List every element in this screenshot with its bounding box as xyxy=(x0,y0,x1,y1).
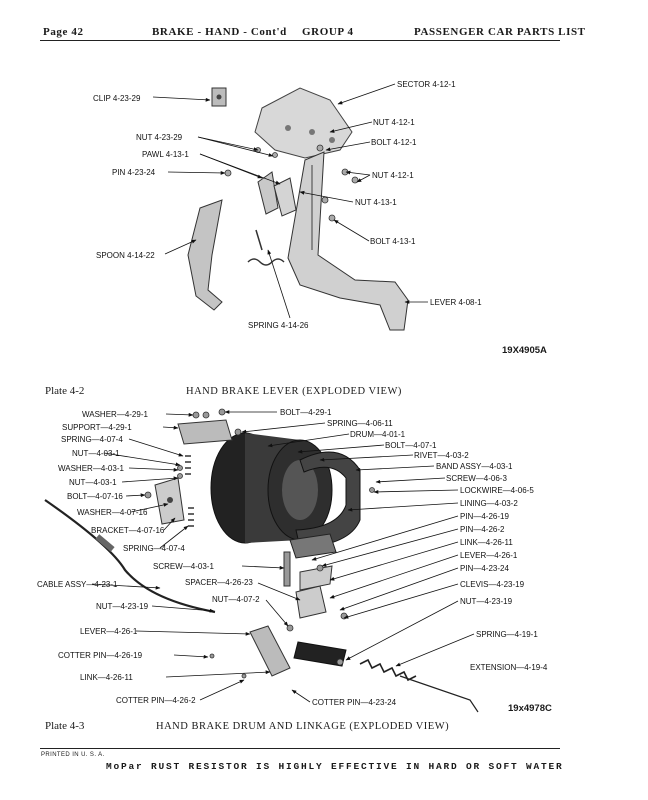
label-spring-4-06-11: SPRING—4-06-11 xyxy=(327,419,393,428)
figure-code-plate-4-2: 19X4905A xyxy=(502,345,547,356)
sector-part xyxy=(254,87,353,159)
label-bolt-4-29-1: BOLT—4-29-1 xyxy=(280,408,332,417)
label-cable-assy: CABLE ASSY—4-23-1 xyxy=(37,580,118,589)
label-cotter-pin-4-26-19: COTTER PIN—4-26-19 xyxy=(58,651,143,660)
label-washer-4-07-16: WASHER—4-07-16 xyxy=(77,508,148,517)
label-nut-4-12-1-a: NUT 4-12-1 xyxy=(373,118,415,127)
cable-assy-part xyxy=(44,499,216,614)
lever-part xyxy=(287,151,409,331)
label-lever-4-08-1: LEVER 4-08-1 xyxy=(430,298,482,307)
label-clevis: CLEVIS—4-23-19 xyxy=(460,580,525,589)
label-bolt-4-12-1: BOLT 4-12-1 xyxy=(371,138,417,147)
clip-part xyxy=(211,87,227,107)
label-pin-4-26-2: PIN—4-26-2 xyxy=(460,525,505,534)
footer-slogan: MoPar RUST RESISTOR IS HIGHLY EFFECTIVE … xyxy=(106,761,564,772)
label-nut-4-13-1: NUT 4-13-1 xyxy=(355,198,397,207)
label-bolt-4-07-16: BOLT—4-07-16 xyxy=(67,492,123,501)
label-bracket: BRACKET—4-07-16 xyxy=(91,526,165,535)
group-label: GROUP 4 xyxy=(302,26,354,38)
drum-part xyxy=(210,432,333,544)
label-nut-4-23-19-a: NUT—4-23-19 xyxy=(96,602,149,611)
document-title: PASSENGER CAR PARTS LIST xyxy=(414,26,586,38)
label-spring-4-14-26: SPRING 4-14-26 xyxy=(248,321,309,330)
spring-4-19-1-part xyxy=(359,658,479,713)
label-spacer: SPACER—4-26-23 xyxy=(185,578,253,587)
plate-4-3-caption: HAND BRAKE DRUM AND LINKAGE (EXPLODED VI… xyxy=(156,721,450,732)
header-rule xyxy=(40,40,560,41)
figure-code-plate-4-3: 19x4978C xyxy=(508,703,552,714)
label-spring-4-07-4-b: SPRING—4-07-4 xyxy=(123,544,185,553)
footer-rule xyxy=(40,748,560,749)
label-drum: DRUM—4-01-1 xyxy=(350,430,406,439)
support-part xyxy=(177,419,233,445)
label-pin-4-23-24: PIN 4-23-24 xyxy=(112,168,156,177)
label-bolt-4-07-1: BOLT—4-07-1 xyxy=(385,441,437,450)
label-spring-4-07-4: SPRING—4-07-4 xyxy=(61,435,123,444)
lever-linkage-part xyxy=(249,551,347,677)
label-nut-4-12-1-b: NUT 4-12-1 xyxy=(372,171,414,180)
label-nut-4-23-19-b: NUT—4-23-19 xyxy=(460,597,513,606)
section-title: BRAKE - HAND - Cont'd xyxy=(152,26,287,38)
label-nut-4-03-1-b: NUT—4-03-1 xyxy=(69,478,117,487)
label-nut-4-03-1-a: NUT—4-03-1 xyxy=(72,449,120,458)
label-spring-4-19-1: SPRING—4-19-1 xyxy=(476,630,538,639)
label-cotter-pin-4-23-24: COTTER PIN—4-23-24 xyxy=(312,698,397,707)
spring-part xyxy=(247,229,285,266)
plate-4-3-label: Plate 4-3 xyxy=(45,720,85,732)
label-extension: EXTENSION—4-19-4 xyxy=(470,663,548,672)
label-sector: SECTOR 4-12-1 xyxy=(397,80,456,89)
label-nut-4-23-29: NUT 4-23-29 xyxy=(136,133,183,142)
label-pin-4-26-19: PIN—4-26-19 xyxy=(460,512,509,521)
label-lever-left: LEVER—4-26-1 xyxy=(80,627,138,636)
bracket-part xyxy=(154,477,185,525)
label-washer-4-29-1: WASHER—4-29-1 xyxy=(82,410,148,419)
label-screw-4-03-1: SCREW—4-03-1 xyxy=(153,562,214,571)
label-washer-4-03-1: WASHER—4-03-1 xyxy=(58,464,124,473)
label-clip: CLIP 4-23-29 xyxy=(93,94,141,103)
label-lockwire: LOCKWIRE—4-06-5 xyxy=(460,486,534,495)
label-band-assy: BAND ASSY—4-03-1 xyxy=(436,462,513,471)
springs-part xyxy=(185,455,194,527)
pawl-part xyxy=(257,171,297,217)
band-assy-part xyxy=(289,451,361,559)
printed-notice: PRINTED IN U. S. A. xyxy=(41,752,105,758)
spoon-part xyxy=(187,199,223,311)
label-rivet: RIVET—4-03-2 xyxy=(414,451,469,460)
label-pin-4-23-24: PIN—4-23-24 xyxy=(460,564,509,573)
label-cotter-pin-4-26-2: COTTER PIN—4-26-2 xyxy=(116,696,196,705)
label-screw-4-06-3: SCREW—4-06-3 xyxy=(446,474,507,483)
label-link-4-26-11: LINK—4-26-11 xyxy=(460,538,513,547)
plate-4-2-caption: HAND BRAKE LEVER (EXPLODED VIEW) xyxy=(186,386,402,397)
label-spoon: SPOON 4-14-22 xyxy=(96,251,155,260)
label-support: SUPPORT—4-29-1 xyxy=(62,423,132,432)
label-nut-4-07-2: NUT—4-07-2 xyxy=(212,595,260,604)
page-number: Page 42 xyxy=(43,26,84,38)
plate-4-2-label: Plate 4-2 xyxy=(45,385,85,397)
label-lever-4-26-1: LEVER—4-26-1 xyxy=(460,551,518,560)
label-pawl: PAWL 4-13-1 xyxy=(142,150,189,159)
label-link-left: LINK—4-26-11 xyxy=(80,673,133,682)
label-bolt-4-13-1: BOLT 4-13-1 xyxy=(370,237,416,246)
label-lining: LINING—4-03-2 xyxy=(460,499,518,508)
